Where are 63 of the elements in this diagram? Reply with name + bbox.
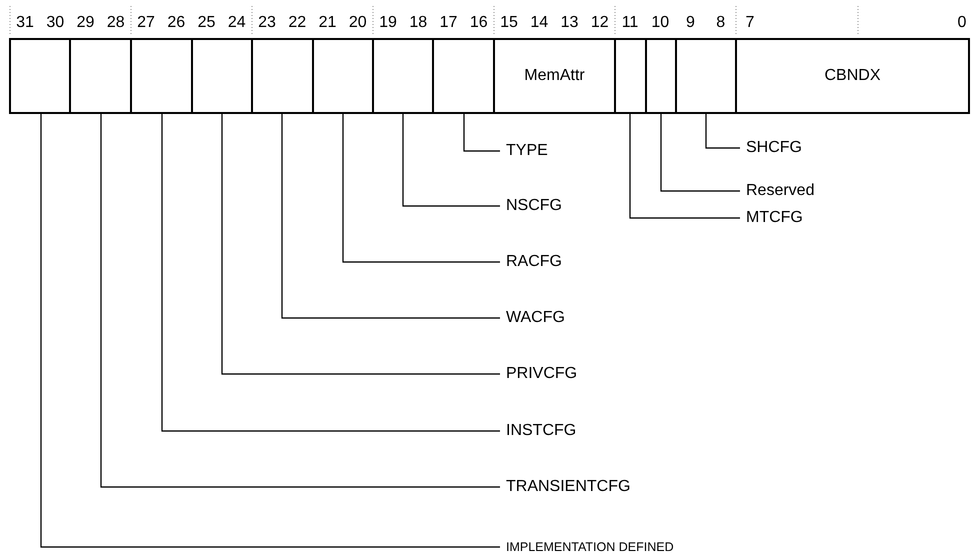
- leader-line: [660, 113, 740, 192]
- leader-line: [221, 113, 500, 375]
- bit-number: 15: [500, 13, 518, 33]
- bit-number: 12: [590, 13, 609, 33]
- register-field: [312, 38, 374, 114]
- register-field: [9, 38, 71, 114]
- field-label: MTCFG: [740, 208, 803, 228]
- field-label: TRANSIENTCFG: [500, 477, 630, 497]
- bit-number: 13: [560, 13, 578, 33]
- leader-line: [402, 113, 500, 207]
- register-field: [675, 38, 737, 114]
- bit-number: 19: [379, 13, 397, 33]
- field-label: IMPLEMENTATION DEFINED: [500, 537, 674, 554]
- bit-number: 27: [137, 13, 155, 33]
- bit-number: 28: [106, 13, 125, 33]
- leader-line: [342, 113, 500, 263]
- leader-line: [161, 113, 500, 432]
- field-label: Reserved: [740, 181, 814, 201]
- register-field: [735, 38, 970, 114]
- bit-number: 25: [198, 13, 216, 33]
- bit-number: 0: [958, 13, 966, 33]
- field-label: NSCFG: [500, 196, 562, 216]
- bit-number: 7: [746, 13, 754, 33]
- bit-number: 29: [76, 13, 94, 33]
- register-field: [493, 38, 616, 114]
- register-field: [251, 38, 314, 114]
- field-label: INSTCFG: [500, 421, 576, 441]
- register-field: [614, 38, 647, 114]
- field-label: SHCFG: [740, 138, 802, 158]
- leader-line: [463, 113, 500, 152]
- bit-number: 9: [686, 13, 695, 33]
- bit-number: 11: [622, 13, 638, 33]
- bit-number: 31: [16, 13, 34, 33]
- bit-number: 24: [228, 13, 246, 33]
- field-name: CBNDX: [824, 66, 880, 86]
- leader-line: [40, 113, 500, 548]
- register-field: [372, 38, 434, 114]
- field-label: TYPE: [500, 141, 548, 161]
- leader-line: [629, 113, 740, 219]
- bit-number: 10: [651, 13, 670, 33]
- bit-number: 26: [167, 13, 186, 33]
- bit-number: 16: [470, 13, 488, 33]
- field-label: PRIVCFG: [500, 364, 578, 384]
- leader-line: [281, 113, 500, 319]
- bit-number: 14: [530, 13, 548, 33]
- bit-number: 23: [258, 13, 276, 33]
- bit-number: 18: [409, 13, 428, 33]
- bit-number: 17: [440, 13, 458, 33]
- bit-number: 22: [288, 13, 306, 33]
- bit-number: 30: [46, 13, 64, 33]
- bit-number: 21: [318, 13, 336, 33]
- leader-line: [100, 113, 500, 488]
- bit-number: 20: [348, 13, 367, 33]
- register-field: [645, 38, 677, 114]
- field-label: RACFG: [500, 252, 562, 272]
- field-name: MemAttr: [524, 66, 585, 86]
- field-label: WACFG: [500, 308, 565, 328]
- register-field: [191, 38, 253, 114]
- register-field: [432, 38, 495, 114]
- register-field: [130, 38, 193, 114]
- bit-number: 8: [716, 13, 726, 33]
- leader-line: [705, 113, 740, 149]
- register-field: [69, 38, 132, 114]
